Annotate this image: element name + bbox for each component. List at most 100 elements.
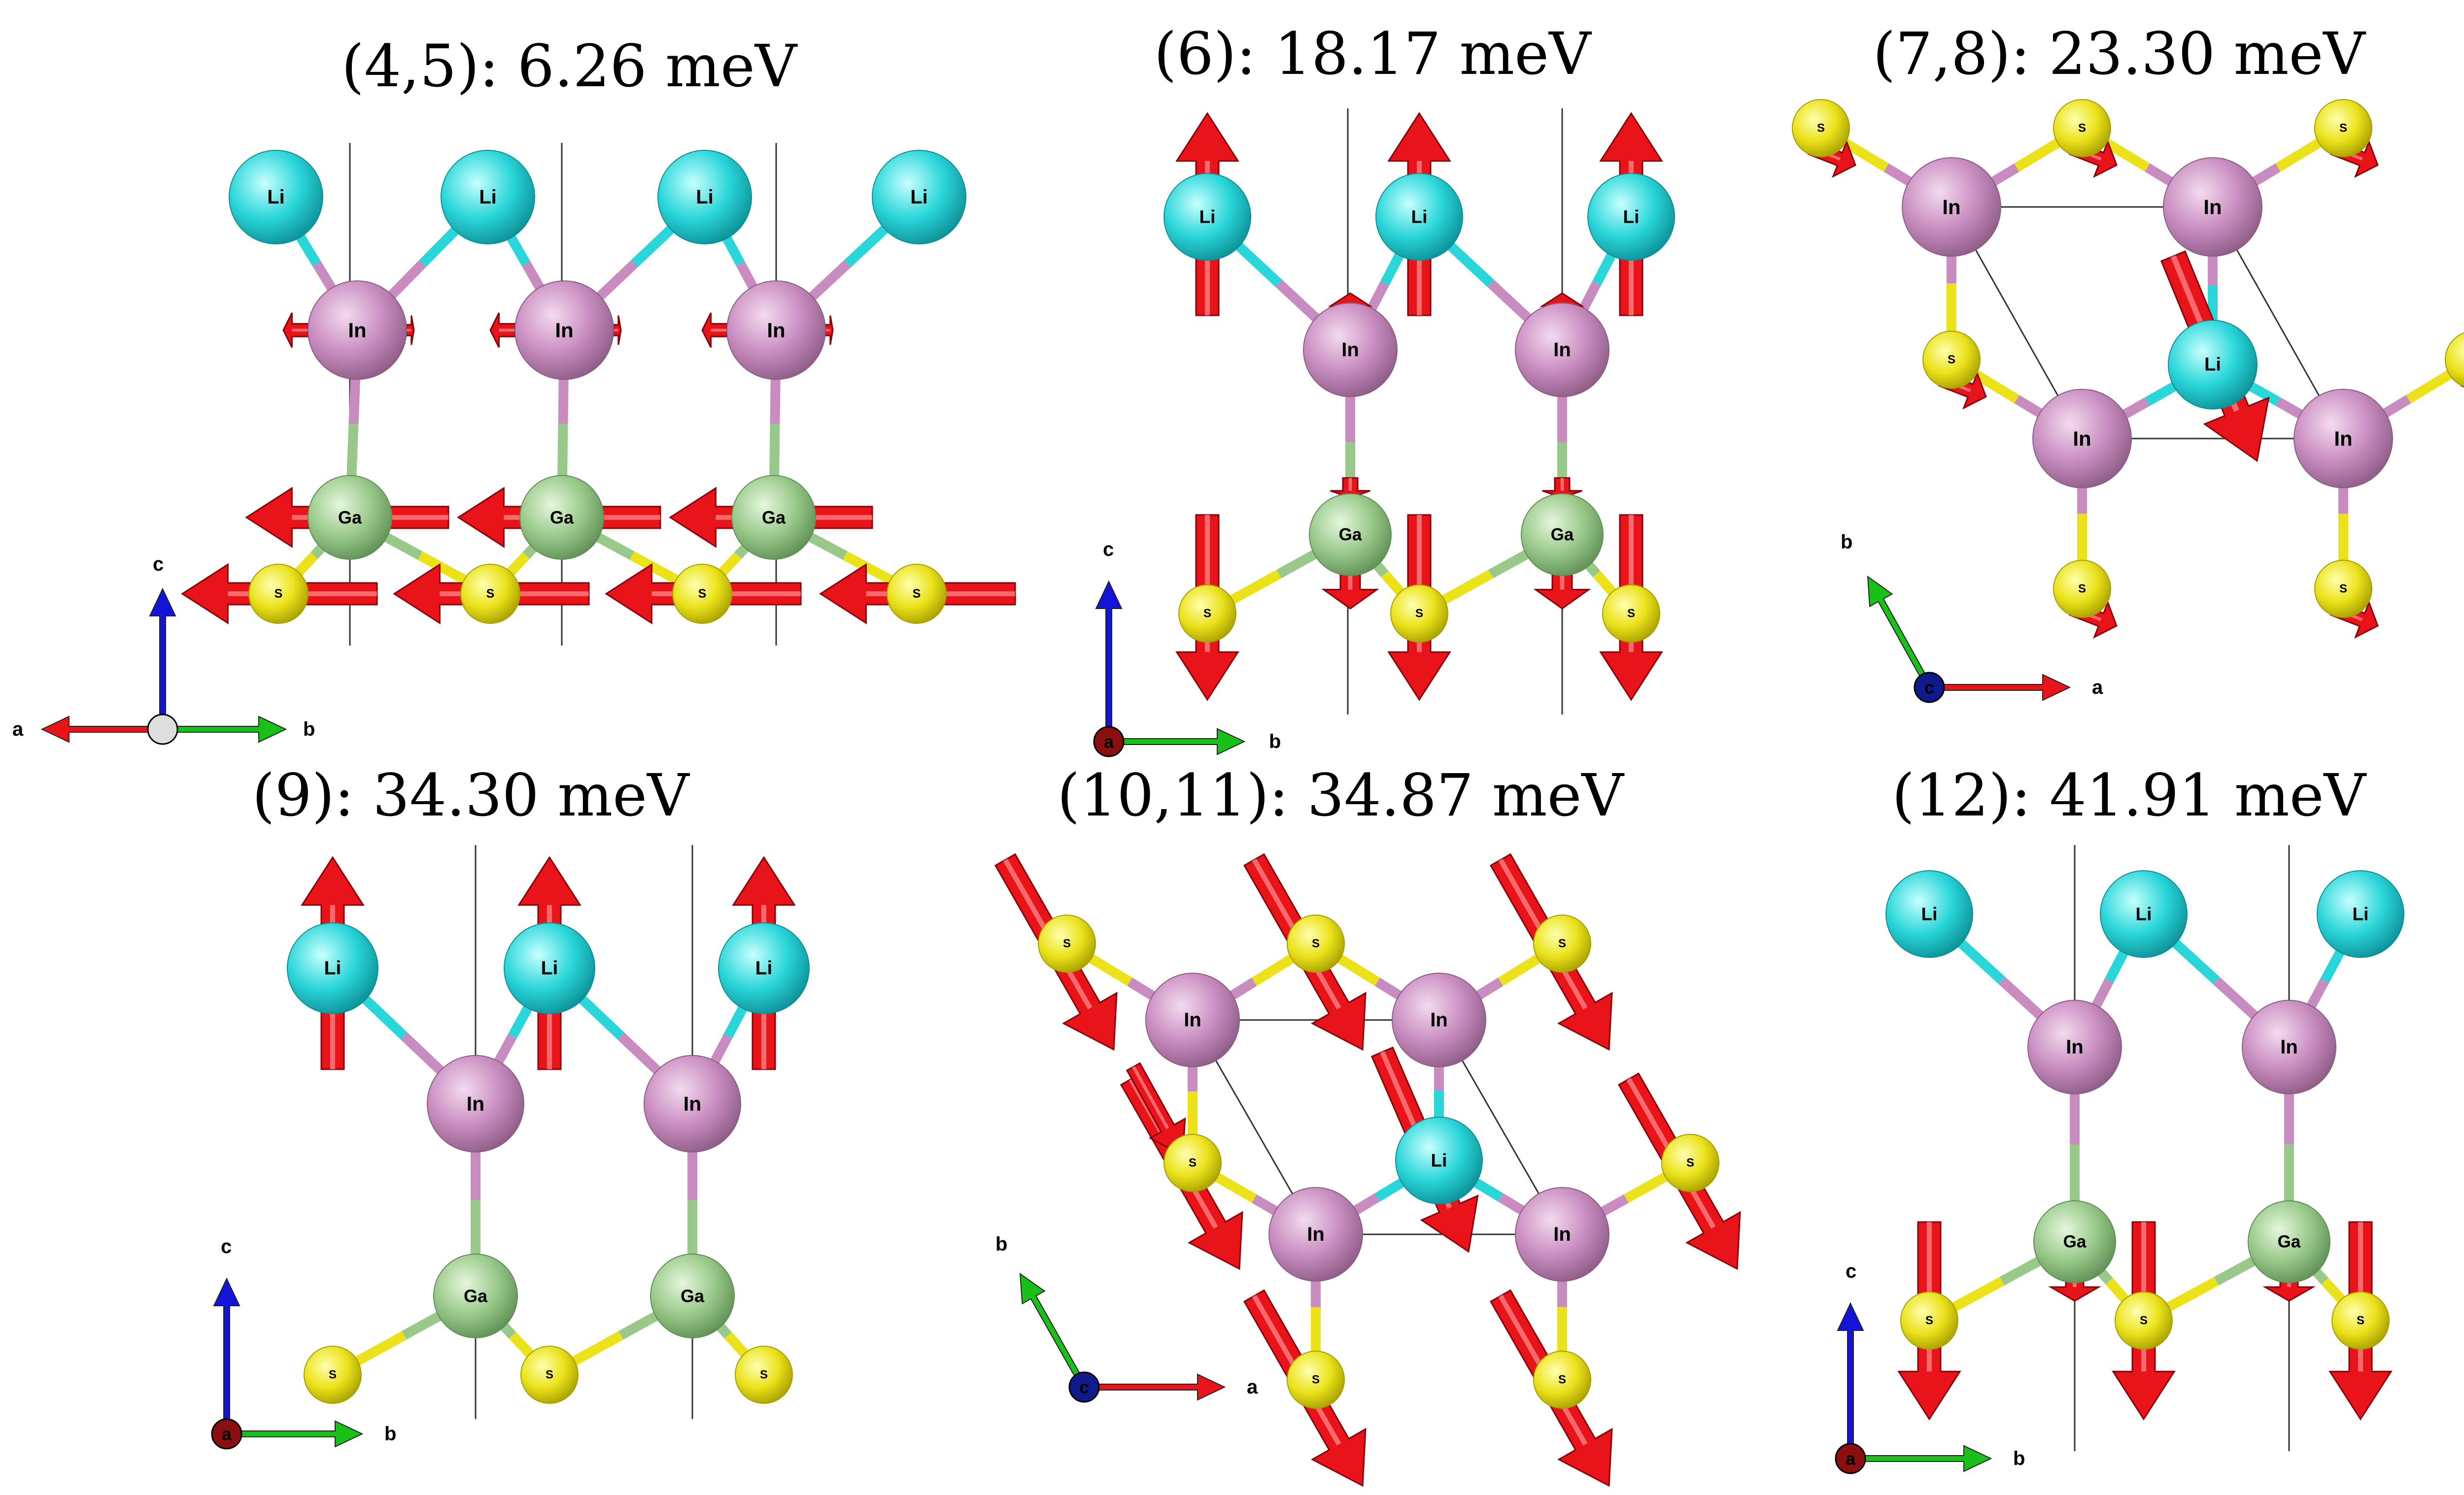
atom-label-li: Li — [2204, 354, 2221, 375]
atom-s — [1390, 584, 1448, 643]
atom-li — [1375, 173, 1463, 261]
atom-s — [1038, 915, 1096, 973]
atom-s — [1533, 915, 1591, 973]
axis-arrow-b — [1108, 728, 1246, 755]
atom-label-s: S — [1203, 607, 1211, 620]
atom-s — [2314, 560, 2372, 618]
atom-s — [2115, 1291, 2173, 1350]
axis-arrow-c — [149, 587, 176, 730]
atom-li — [229, 150, 323, 244]
atom-ga — [1521, 493, 1604, 576]
atom-s — [2445, 332, 2464, 387]
atom-s — [1178, 584, 1236, 643]
axis-arrow-b — [162, 715, 287, 743]
atom-li — [287, 922, 378, 1014]
atom-label-ga: Ga — [1551, 525, 1574, 544]
axis-origin-label: c — [1079, 1377, 1089, 1397]
axis-origin-a — [1835, 1443, 1866, 1474]
atom-s — [520, 1346, 579, 1404]
panel-title-9: (9): 34.30 meV — [252, 761, 690, 829]
atom-label-s: S — [1312, 1373, 1320, 1387]
atom-label-li: Li — [479, 186, 497, 208]
atom-s — [1900, 1291, 1958, 1350]
atom-label-li: Li — [755, 958, 773, 979]
axis-arrow-c — [1837, 1302, 1864, 1459]
atom-ga — [731, 475, 816, 560]
axis-arrow-a — [1084, 1373, 1226, 1401]
atom-label-in: In — [684, 1092, 701, 1115]
atom-label-li: Li — [324, 958, 342, 979]
atom-label-li: Li — [267, 186, 285, 208]
atom-ga — [308, 475, 392, 560]
atom-label-s: S — [1948, 353, 1955, 367]
axis-label-c: c — [221, 1236, 232, 1257]
atom-li — [872, 150, 966, 244]
atom-ga — [2033, 1200, 2116, 1283]
axis-label-c: c — [1103, 539, 1114, 560]
atom-s — [672, 564, 732, 624]
atom-label-in: In — [1341, 339, 1359, 361]
atom-li — [1164, 173, 1251, 261]
atom-label-ga: Ga — [1339, 525, 1362, 544]
atom-label-in: In — [1430, 1009, 1448, 1031]
atom-s — [1287, 915, 1345, 973]
atom-s — [460, 564, 520, 624]
axis-origin-c — [1068, 1371, 1100, 1403]
atom-s — [887, 564, 947, 624]
atom-s — [248, 564, 308, 624]
atom-label-ga: Ga — [762, 508, 786, 528]
atom-label-in: In — [1307, 1223, 1325, 1245]
atom-s — [1164, 1134, 1222, 1192]
atom-label-s: S — [1189, 1156, 1197, 1170]
axis-origin-label: a — [222, 1424, 232, 1444]
atom-label-in: In — [555, 319, 573, 342]
atom-label-ga: Ga — [550, 508, 574, 528]
atom-label-in: In — [1184, 1009, 1201, 1031]
atom-li — [2168, 320, 2258, 409]
atom-label-s: S — [1627, 607, 1635, 620]
atom-label-in: In — [767, 319, 785, 342]
atom-label-s: S — [1817, 122, 1825, 135]
atom-in — [644, 1055, 741, 1153]
axis-label-a: a — [12, 718, 24, 740]
axis-label-b: b — [1841, 531, 1852, 553]
atom-label-ga: Ga — [464, 1286, 488, 1306]
atom-label-s: S — [2140, 1314, 2148, 1327]
atom-label-li: Li — [696, 186, 714, 208]
axis-label-b: b — [2013, 1448, 2025, 1469]
atom-label-ga: Ga — [338, 508, 362, 528]
atom-label-in: In — [467, 1092, 484, 1115]
atom-label-s: S — [1415, 607, 1423, 620]
atom-s — [1922, 331, 1981, 389]
atom-label-s: S — [274, 587, 283, 601]
atom-in — [2027, 1000, 2122, 1094]
atom-in — [2163, 157, 2262, 257]
atom-label-s: S — [546, 1368, 553, 1382]
atom-label-in: In — [1553, 1223, 1571, 1245]
atom-li — [1587, 173, 1675, 261]
axis-arrow-b — [1867, 575, 1933, 690]
axis-origin-label: a — [1846, 1449, 1856, 1469]
atom-label-ga: Ga — [2278, 1232, 2301, 1252]
atom-in — [2293, 389, 2393, 488]
axis-origin-a — [211, 1418, 242, 1450]
atom-in — [514, 280, 614, 380]
atom-li — [718, 922, 810, 1014]
axis-origin-label: c — [1924, 678, 1934, 698]
atom-s — [1533, 1351, 1591, 1409]
atom-ga — [650, 1254, 735, 1338]
atom-in — [2242, 1000, 2336, 1094]
atom-s — [1792, 99, 1850, 157]
atom-s — [2314, 99, 2372, 157]
axis-arrow-b — [1850, 1445, 1992, 1472]
atom-label-s: S — [1686, 1156, 1694, 1170]
axis-label-a: a — [1247, 1376, 1258, 1398]
atom-in — [308, 280, 407, 380]
atom-label-li: Li — [1411, 207, 1428, 227]
atom-li — [2317, 870, 2404, 958]
atom-li — [504, 922, 595, 1014]
